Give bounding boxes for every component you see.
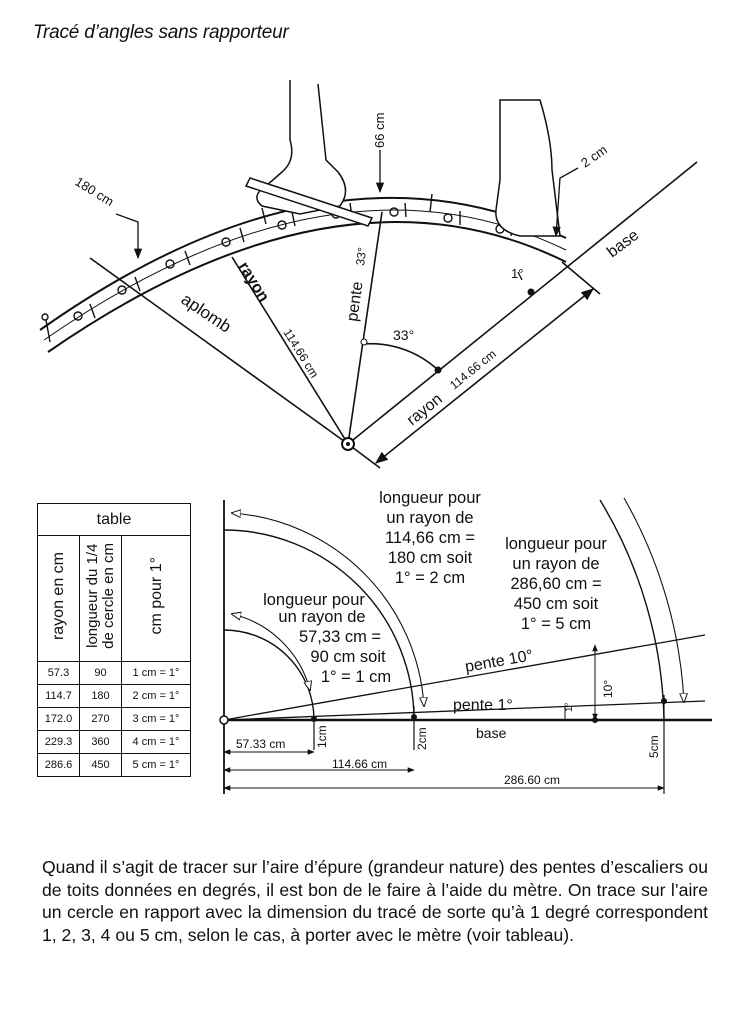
point-5cm — [661, 698, 667, 704]
label-33-vertical: 33° — [353, 246, 369, 266]
svg-text:1° = 5 cm: 1° = 5 cm — [521, 615, 591, 633]
table-row: 172.0 270 3 cm = 1° — [37, 707, 191, 731]
cell-longueur: 270 — [79, 707, 122, 731]
rayon-line-left — [231, 256, 349, 445]
base-point — [527, 288, 535, 296]
rayon-dimension — [375, 288, 594, 464]
svg-text:un rayon de: un rayon de — [278, 608, 365, 626]
svg-text:un rayon de: un rayon de — [512, 555, 599, 573]
svg-text:286,60 cm =: 286,60 cm = — [510, 575, 601, 593]
label-rayon-left-value: 114.66 cm — [280, 326, 321, 380]
arc-diagram: longueur pour un rayon de 114,66 cm = 18… — [219, 489, 712, 794]
aplomb-line — [89, 257, 349, 445]
rayon-end-point — [434, 366, 442, 374]
label-pente-1: pente 1° — [453, 697, 513, 714]
label-dim-57: 57.33 cm — [236, 737, 285, 751]
cell-ratio: 5 cm = 1° — [121, 753, 191, 777]
point-2cm — [411, 714, 417, 720]
label-rayon-left: rayon — [235, 259, 273, 305]
folding-rule-hinges — [41, 193, 513, 343]
cell-rayon: 286.6 — [37, 753, 80, 777]
folding-rule-edge — [47, 221, 567, 353]
cell-rayon: 57.3 — [37, 661, 80, 685]
svg-text:114,66 cm =: 114,66 cm = — [385, 529, 475, 547]
label-aplomb: aplomb — [178, 290, 235, 337]
hand-left-illustration — [244, 80, 374, 227]
label-2cm: 2cm — [415, 727, 429, 750]
pente-line — [347, 211, 383, 445]
cell-rayon: 114.7 — [37, 684, 80, 708]
table-row: 114.7 180 2 cm = 1° — [37, 684, 191, 708]
cell-longueur: 450 — [79, 753, 122, 777]
svg-text:1° = 2 cm: 1° = 2 cm — [395, 569, 465, 587]
arc-arrow-180 — [232, 513, 424, 706]
label-66cm: 66 cm — [372, 113, 387, 148]
label-180cm: 180 cm — [72, 174, 116, 209]
page-title: Tracé d’angles sans rapporteur — [33, 22, 289, 43]
slope-1-line — [223, 700, 706, 721]
label-pente: pente — [344, 280, 366, 322]
label-5cm: 5cm — [647, 735, 661, 758]
svg-text:longueur pour: longueur pour — [263, 591, 365, 609]
table-row: 57.3 90 1 cm = 1° — [37, 661, 191, 685]
pointer-1deg — [517, 271, 523, 281]
label-dim-114: 114.66 cm — [332, 757, 387, 771]
origin-point — [219, 715, 229, 725]
label-1deg-top: 1° — [511, 266, 523, 281]
svg-text:longueur pour: longueur pour — [505, 535, 607, 553]
conversion-table: table rayon en cm longueur du 1/4 de cer… — [37, 503, 191, 777]
cell-ratio: 2 cm = 1° — [121, 684, 191, 708]
cell-longueur: 360 — [79, 730, 122, 754]
label-dim-286: 286.60 cm — [504, 773, 560, 787]
top-illustration: 180 cm 66 cm 2 cm base 1° aplomb rayon 1… — [39, 80, 698, 469]
svg-text:90 cm soit: 90 cm soit — [310, 648, 386, 666]
arc-arrow-450 — [623, 497, 684, 702]
table-row: 286.6 450 5 cm = 1° — [37, 753, 191, 777]
body-paragraph: Quand il s’agit de tracer sur l’aire d’é… — [42, 857, 708, 945]
svg-text:1° = 1 cm: 1° = 1 cm — [321, 668, 391, 686]
label-10deg: 10° — [601, 680, 615, 698]
label-block-450: longueur pour un rayon de 286,60 cm = 45… — [505, 535, 607, 633]
angle-arc-33 — [361, 342, 439, 371]
label-1cm: 1cm — [315, 725, 329, 748]
arc-radius-5 — [599, 499, 665, 721]
point-10deg — [592, 717, 598, 723]
svg-text:57,33 cm =: 57,33 cm = — [299, 628, 381, 646]
hand-right-illustration — [495, 99, 561, 237]
svg-text:longueur pour: longueur pour — [379, 489, 481, 507]
pointer-180 — [115, 213, 143, 260]
svg-text:180 cm soit: 180 cm soit — [388, 549, 473, 567]
pente-marker — [360, 338, 368, 346]
point-1cm — [311, 716, 317, 722]
svg-text:un rayon de: un rayon de — [386, 509, 473, 527]
cell-longueur: 180 — [79, 684, 122, 708]
svg-text:450 cm soit: 450 cm soit — [514, 595, 599, 613]
cell-rayon: 172.0 — [37, 707, 80, 731]
label-1deg: 1° — [564, 702, 575, 712]
label-2cm: 2 cm — [578, 142, 610, 170]
label-block-180: longueur pour un rayon de 114,66 cm = 18… — [379, 489, 481, 587]
label-33deg: 33° — [393, 327, 414, 343]
label-block-90: longueur pour un rayon de 57,33 cm = 90 … — [263, 591, 391, 686]
cell-longueur: 90 — [79, 661, 122, 685]
cell-rayon: 229.3 — [37, 730, 80, 754]
label-base: base — [476, 725, 507, 741]
pivot-center — [346, 442, 350, 446]
pointer-2cm — [552, 167, 579, 238]
table-row: 229.3 360 4 cm = 1° — [37, 730, 191, 754]
